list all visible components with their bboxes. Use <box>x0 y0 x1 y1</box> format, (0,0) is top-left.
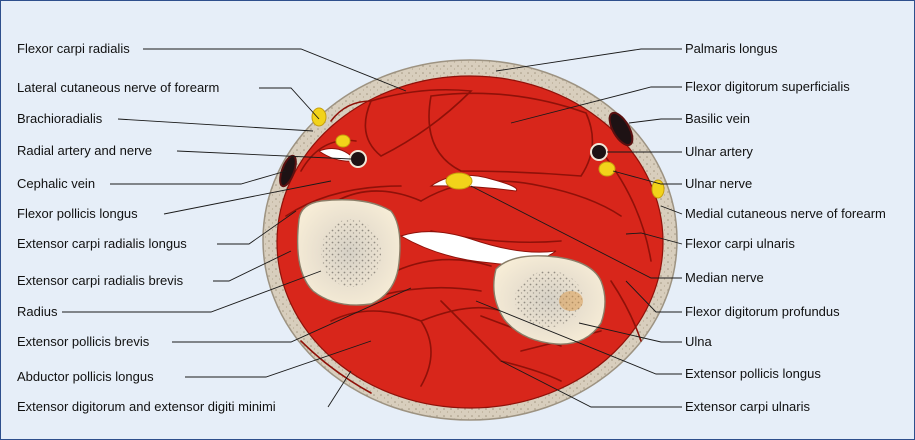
ulnar-nerve <box>599 162 615 176</box>
label-medial-cutaneous-nerve: Medial cutaneous nerve of forearm <box>685 206 886 222</box>
label-flexor-carpi-ulnaris: Flexor carpi ulnaris <box>685 236 795 252</box>
medial-cutaneous-nerve <box>652 180 664 198</box>
label-ulnar-artery: Ulnar artery <box>685 144 753 160</box>
label-ulnar-nerve: Ulnar nerve <box>685 176 752 192</box>
radial-nerve <box>336 135 350 147</box>
label-extensor-carpi-radialis-brevis: Extensor carpi radialis brevis <box>17 273 183 289</box>
label-flexor-pollicis-longus: Flexor pollicis longus <box>17 206 138 222</box>
label-lateral-cutaneous-nerve: Lateral cutaneous nerve of forearm <box>17 80 219 96</box>
label-radial-artery-and-nerve: Radial artery and nerve <box>17 143 152 159</box>
label-extensor-pollicis-longus: Extensor pollicis longus <box>685 366 821 382</box>
radial-artery <box>350 151 366 167</box>
label-median-nerve: Median nerve <box>685 270 764 286</box>
label-brachioradialis: Brachioradialis <box>17 111 102 127</box>
label-flexor-digitorum-profundus: Flexor digitorum profundus <box>685 304 840 320</box>
label-abductor-pollicis-longus: Abductor pollicis longus <box>17 369 154 385</box>
label-extensor-pollicis-brevis: Extensor pollicis brevis <box>17 334 149 350</box>
label-palmaris-longus: Palmaris longus <box>685 41 778 57</box>
label-flexor-digitorum-superficialis: Flexor digitorum superficialis <box>685 79 850 95</box>
label-cephalic-vein: Cephalic vein <box>17 176 95 192</box>
label-extensor-carpi-radialis-longus: Extensor carpi radialis longus <box>17 236 187 252</box>
ulnar-artery <box>591 144 607 160</box>
label-flexor-carpi-radialis: Flexor carpi radialis <box>17 41 130 57</box>
label-ulna: Ulna <box>685 334 712 350</box>
label-extensor-carpi-ulnaris: Extensor carpi ulnaris <box>685 399 810 415</box>
median-nerve <box>446 173 472 189</box>
radius-bone <box>298 200 400 305</box>
label-radius: Radius <box>17 304 57 320</box>
label-extensor-digitorum: Extensor digitorum and extensor digiti m… <box>17 399 276 415</box>
label-basilic-vein: Basilic vein <box>685 111 750 127</box>
lateral-cutaneous-nerve <box>312 108 326 126</box>
